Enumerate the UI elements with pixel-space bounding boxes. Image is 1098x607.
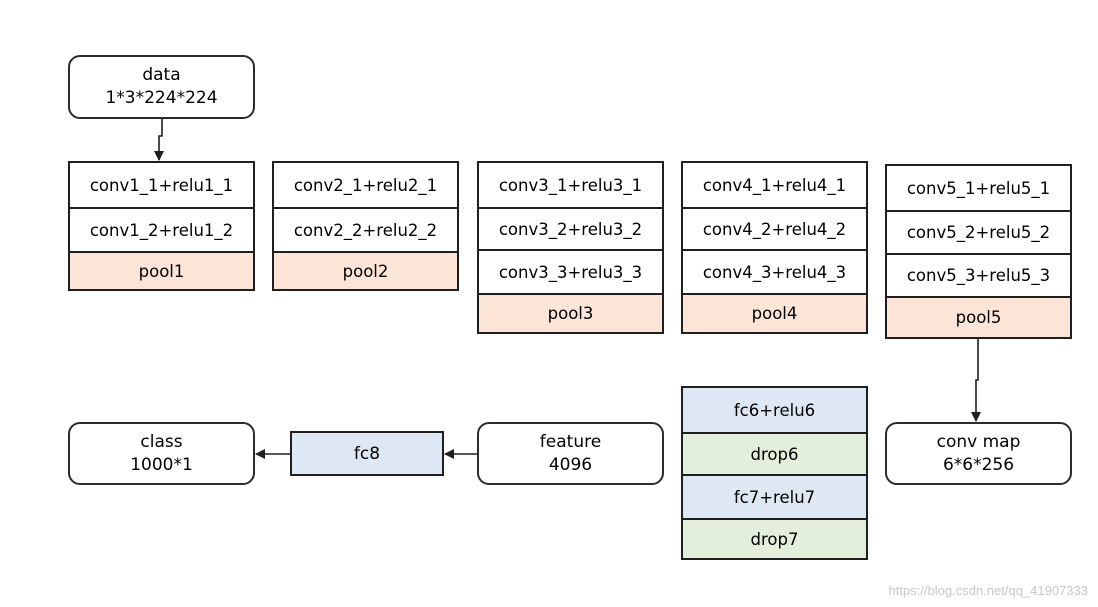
conv-block-4: conv4_1+relu4_1 conv4_2+relu4_2 conv4_3+… [681,161,868,334]
class-node: class 1000*1 [68,422,255,485]
layer-conv2-2: conv2_2+relu2_2 [274,207,457,251]
layer-conv5-1: conv5_1+relu5_1 [906,178,1051,198]
feature-node: feature 4096 [477,422,664,485]
fc-stack: fc6+relu6 drop6 fc7+relu7 drop7 [681,386,868,560]
conv-block-5: conv5_1+relu5_1 conv5_2+relu5_2 conv5_3+… [885,164,1072,339]
layer-pool1: pool1 [70,251,253,289]
layer-conv1-1: conv1_1+relu1_1 [89,175,234,195]
conv-block-2: conv2_1+relu2_1 conv2_2+relu2_2 pool2 [272,161,459,291]
feature-size: 4096 [548,454,593,475]
data-node: data 1*3*224*224 [68,55,255,119]
class-size: 1000*1 [130,454,193,475]
layer-conv3-1: conv3_1+relu3_1 [498,175,643,195]
layer-conv4-3: conv4_3+relu4_3 [683,249,866,293]
layer-conv3-3: conv3_3+relu3_3 [479,249,662,293]
conv-map-shape: 6*6*256 [942,454,1015,475]
conv-map-title: conv map [936,431,1021,452]
layer-pool5: pool5 [887,296,1070,337]
conv-block-3: conv3_1+relu3_1 conv3_2+relu3_2 conv3_3+… [477,161,664,334]
fc8-box: fc8 [290,431,444,476]
watermark-text: https://blog.csdn.net/qq_41907333 [888,583,1089,598]
layer-conv5-2: conv5_2+relu5_2 [887,210,1070,253]
layer-conv2-1: conv2_1+relu2_1 [293,175,438,195]
layer-conv1-2: conv1_2+relu1_2 [70,207,253,251]
class-title: class [140,431,183,452]
fc8-label: fc8 [353,443,381,464]
data-node-shape: 1*3*224*224 [105,88,218,108]
layer-drop7: drop7 [683,518,866,558]
conv-map-node: conv map 6*6*256 [885,422,1072,485]
conv-block-1: conv1_1+relu1_1 conv1_2+relu1_2 pool1 [68,161,255,291]
layer-pool2: pool2 [274,251,457,289]
layer-conv4-2: conv4_2+relu4_2 [683,207,866,249]
layer-pool4: pool4 [683,293,866,332]
arrow-pool5-to-convmap [971,339,981,422]
arrow-data-to-conv1 [154,119,164,161]
layer-fc7-relu7: fc7+relu7 [683,474,866,518]
layer-drop6: drop6 [683,432,866,474]
layer-conv5-3: conv5_3+relu5_3 [887,253,1070,296]
data-node-title: data [142,65,181,85]
layer-conv3-2: conv3_2+relu3_2 [479,207,662,249]
feature-title: feature [539,431,602,452]
layer-fc6-relu6: fc6+relu6 [683,388,866,432]
layer-pool3: pool3 [479,293,662,332]
layer-conv4-1: conv4_1+relu4_1 [702,175,847,195]
